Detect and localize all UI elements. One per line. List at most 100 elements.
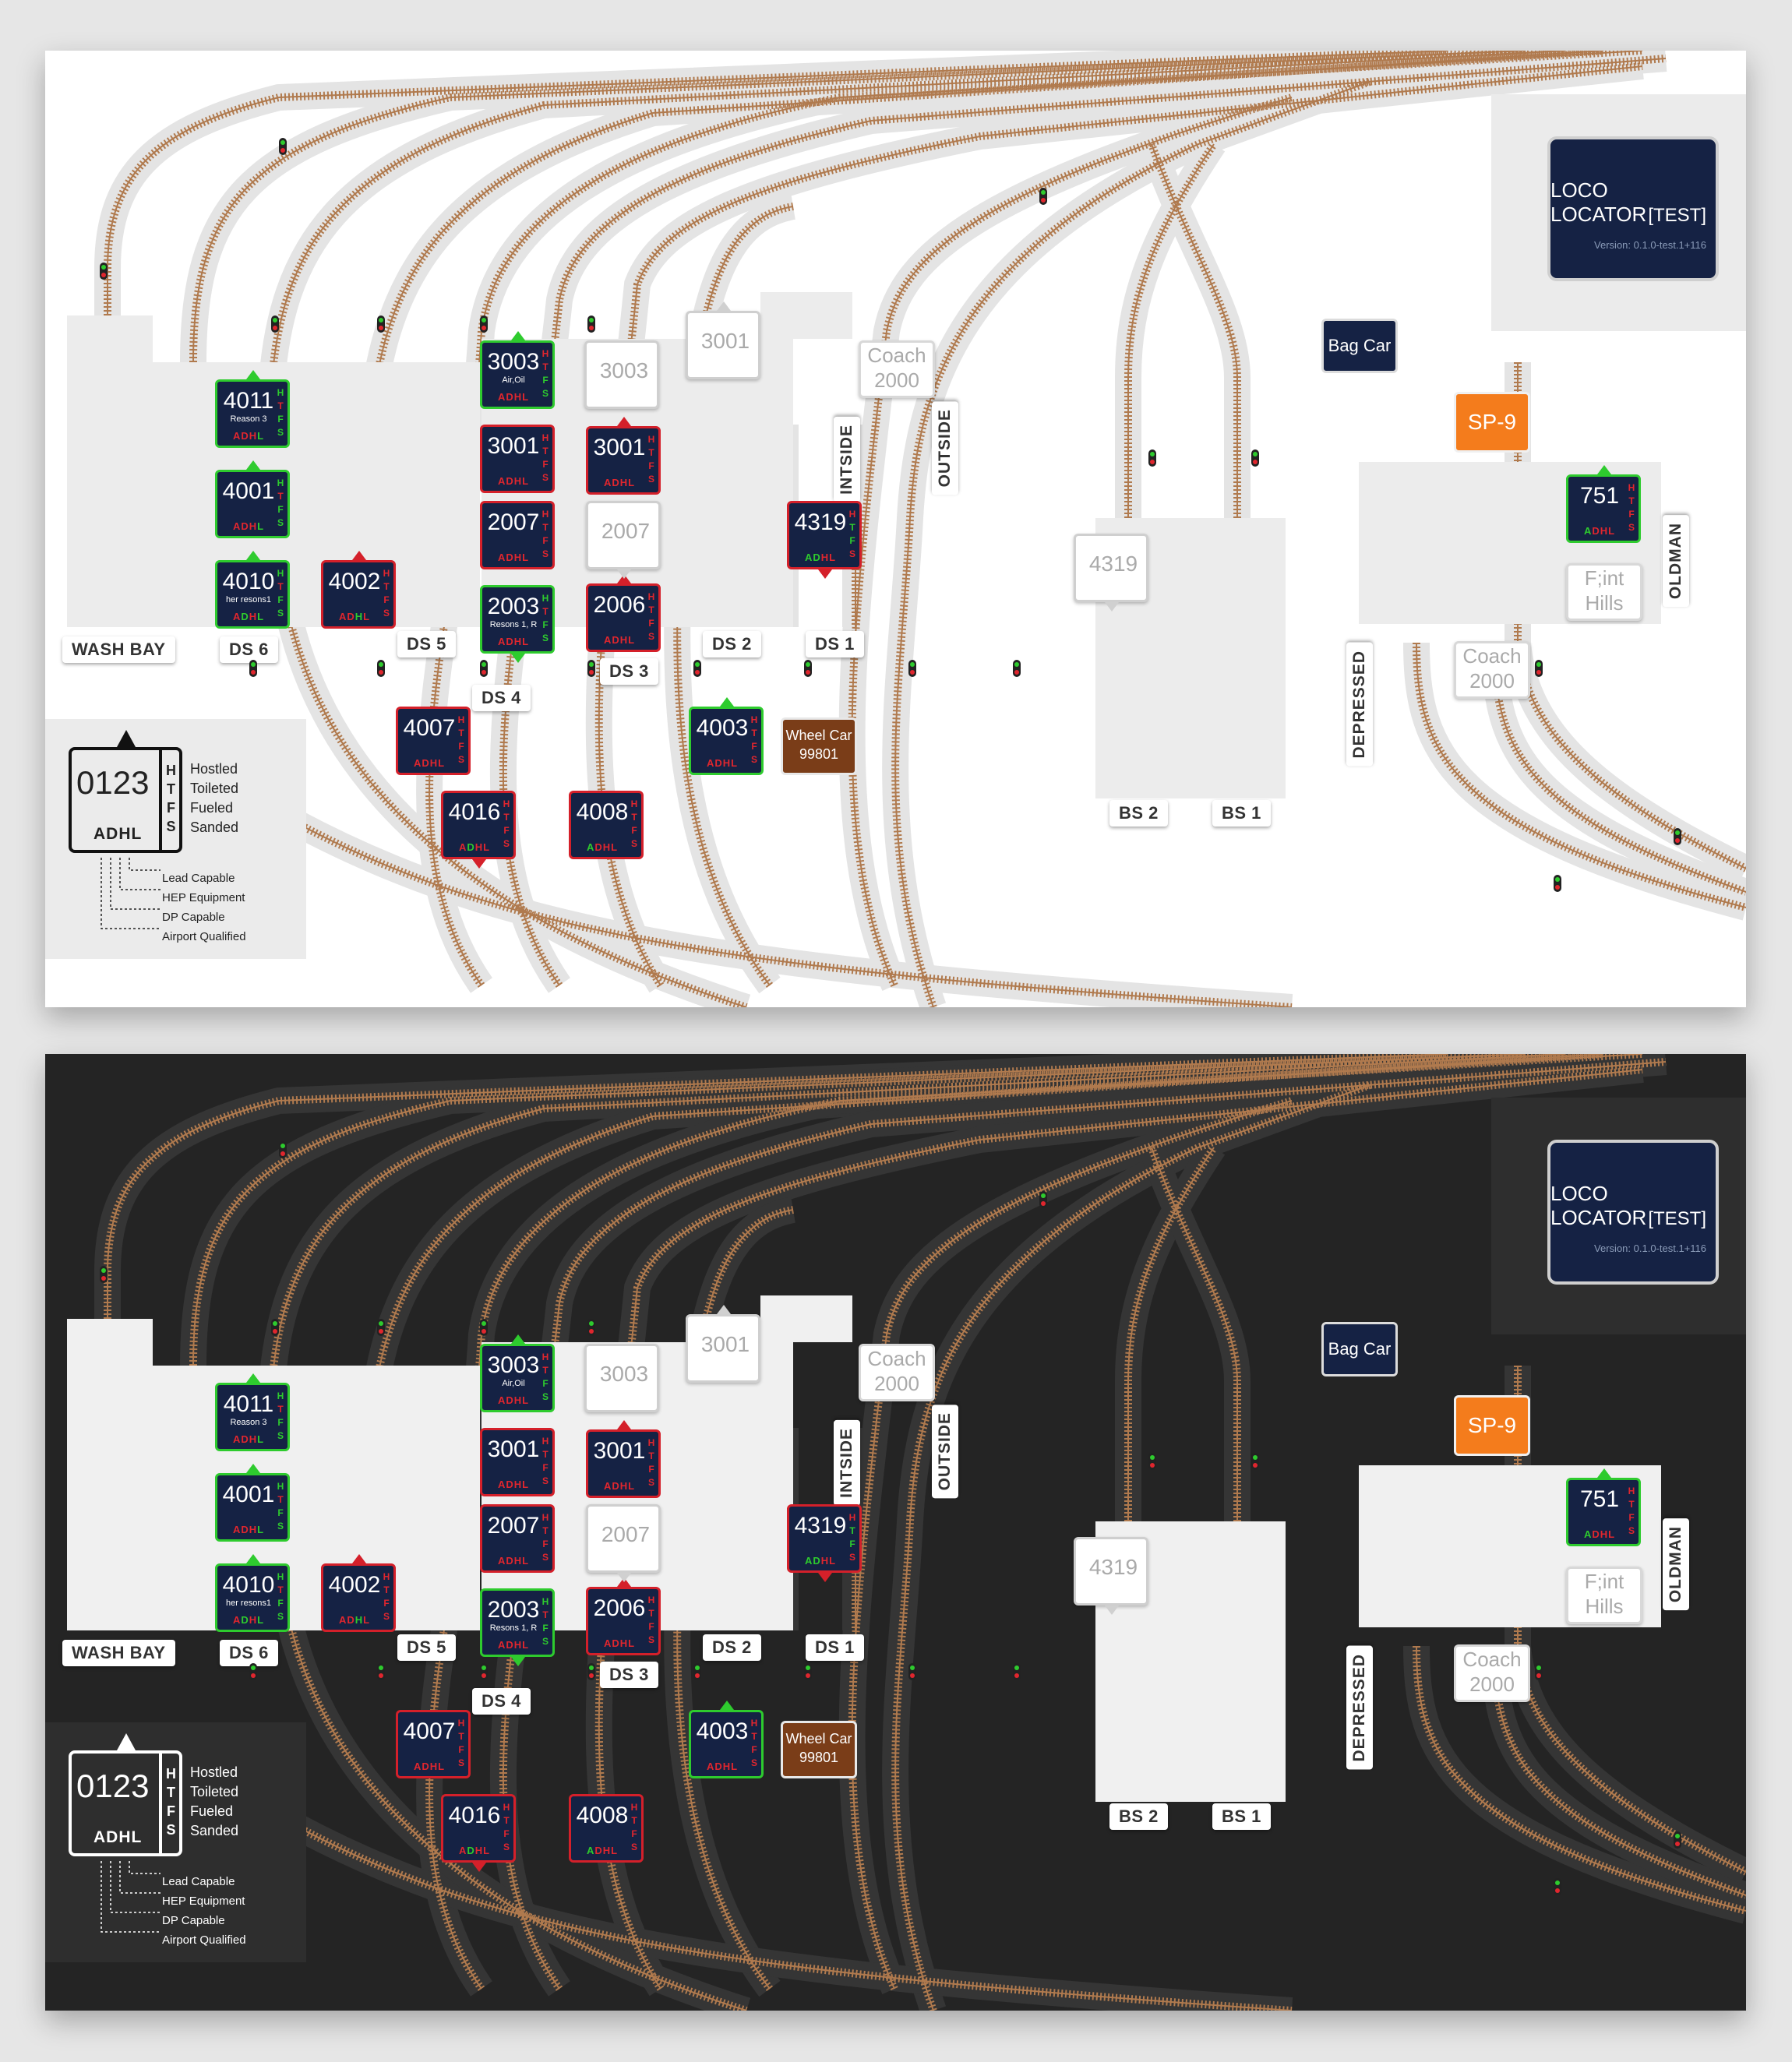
loco-number: 3003 <box>599 358 649 382</box>
signal-light-icon <box>249 1663 257 1680</box>
legend-number: 0123 <box>76 764 150 801</box>
signal-light-icon <box>279 1141 287 1158</box>
car-line2: 99801 <box>799 1750 839 1765</box>
car-line2: 2000 <box>1469 669 1515 693</box>
signal-light-icon <box>1039 1191 1047 1208</box>
loco-number: 3001 <box>700 329 750 353</box>
loco-card-ghost[interactable]: 3001 <box>686 301 760 379</box>
adhl-indicator: ADHL <box>497 1394 530 1406</box>
loco-card-ghost[interactable]: 3003 <box>584 340 659 409</box>
loco-card-ghost[interactable]: 3001 <box>686 1305 760 1383</box>
adhl-indicator: ADHL <box>603 1637 636 1649</box>
legend-number: 0123 <box>76 1768 150 1804</box>
lead-flag: L <box>257 430 265 442</box>
direction-arrow <box>246 370 260 379</box>
label-ds2: DS 2 <box>703 631 761 657</box>
bag-car[interactable]: Bag Car <box>1321 319 1398 373</box>
loco-number: 4008 <box>576 1803 629 1828</box>
loco-card-ghost[interactable]: 4319 <box>1074 1537 1148 1615</box>
adhl-indicator: ADHL <box>220 430 277 442</box>
track-rail <box>107 51 1448 596</box>
loco-card-ghost[interactable]: 2007 <box>586 501 661 579</box>
legend-leader-lines <box>101 858 161 929</box>
sp9-car[interactable]: SP-9 <box>1454 1395 1530 1456</box>
signal-light-icon <box>480 1663 488 1680</box>
direction-arrow <box>511 654 525 663</box>
loco-number: 3003 <box>599 1362 649 1386</box>
loco-note: her resons1 <box>225 595 272 605</box>
signal-light-icon <box>908 660 916 677</box>
loco-card-ghost[interactable]: 2007 <box>586 1504 661 1582</box>
loco-card-ghost[interactable]: 3003 <box>584 1344 659 1412</box>
loco-card-ghost[interactable]: 4319 <box>1074 534 1148 612</box>
signal-light-icon <box>377 1663 385 1680</box>
loco-number: 4016 <box>448 799 501 825</box>
adhl-indicator: ADHL <box>497 1479 530 1490</box>
label-bs1: BS 1 <box>1212 800 1271 827</box>
ds-area <box>153 1366 480 1630</box>
label-inside: INTSIDE <box>834 1420 860 1506</box>
loco-number: 2003 <box>487 594 540 619</box>
direction-arrow <box>617 1420 631 1429</box>
adhl-indicator: ADHL <box>603 634 636 646</box>
car-line1: Coach <box>867 344 926 367</box>
loco-note: Reason 3 <box>230 414 267 424</box>
signal-light-icon <box>480 1319 488 1336</box>
legend-leader <box>110 1861 161 1913</box>
loco-number: 2003 <box>487 1597 540 1623</box>
hep-flag: H <box>249 430 258 442</box>
label-depressed: DEPRESSED <box>1346 1646 1373 1770</box>
signal-light-icon <box>100 1266 108 1283</box>
sp9-car[interactable]: SP-9 <box>1454 392 1530 453</box>
adhl-indicator: ADHL <box>497 1555 530 1567</box>
track-rail <box>192 51 1526 363</box>
app-version: Version: 0.1.0-test.1+116 <box>1594 1242 1706 1254</box>
bag-car[interactable]: Bag Car <box>1321 1322 1398 1376</box>
